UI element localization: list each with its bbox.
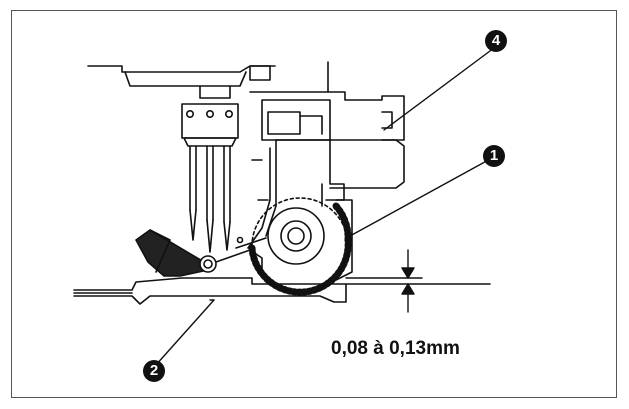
needle-plate [73, 277, 491, 305]
presser-foot [135, 229, 263, 277]
dimension-marker [345, 249, 423, 313]
feed-gear [248, 197, 353, 296]
callout-1: 1 [483, 145, 505, 167]
upper-housing [87, 61, 405, 141]
callout-4: 4 [485, 30, 507, 52]
callout-2: 2 [143, 360, 165, 382]
needle-assembly [181, 85, 239, 253]
leader-lines [154, 47, 495, 367]
figure-frame [11, 10, 617, 398]
clearance-measurement-label: 0,08 à 0,13mm [331, 338, 460, 359]
